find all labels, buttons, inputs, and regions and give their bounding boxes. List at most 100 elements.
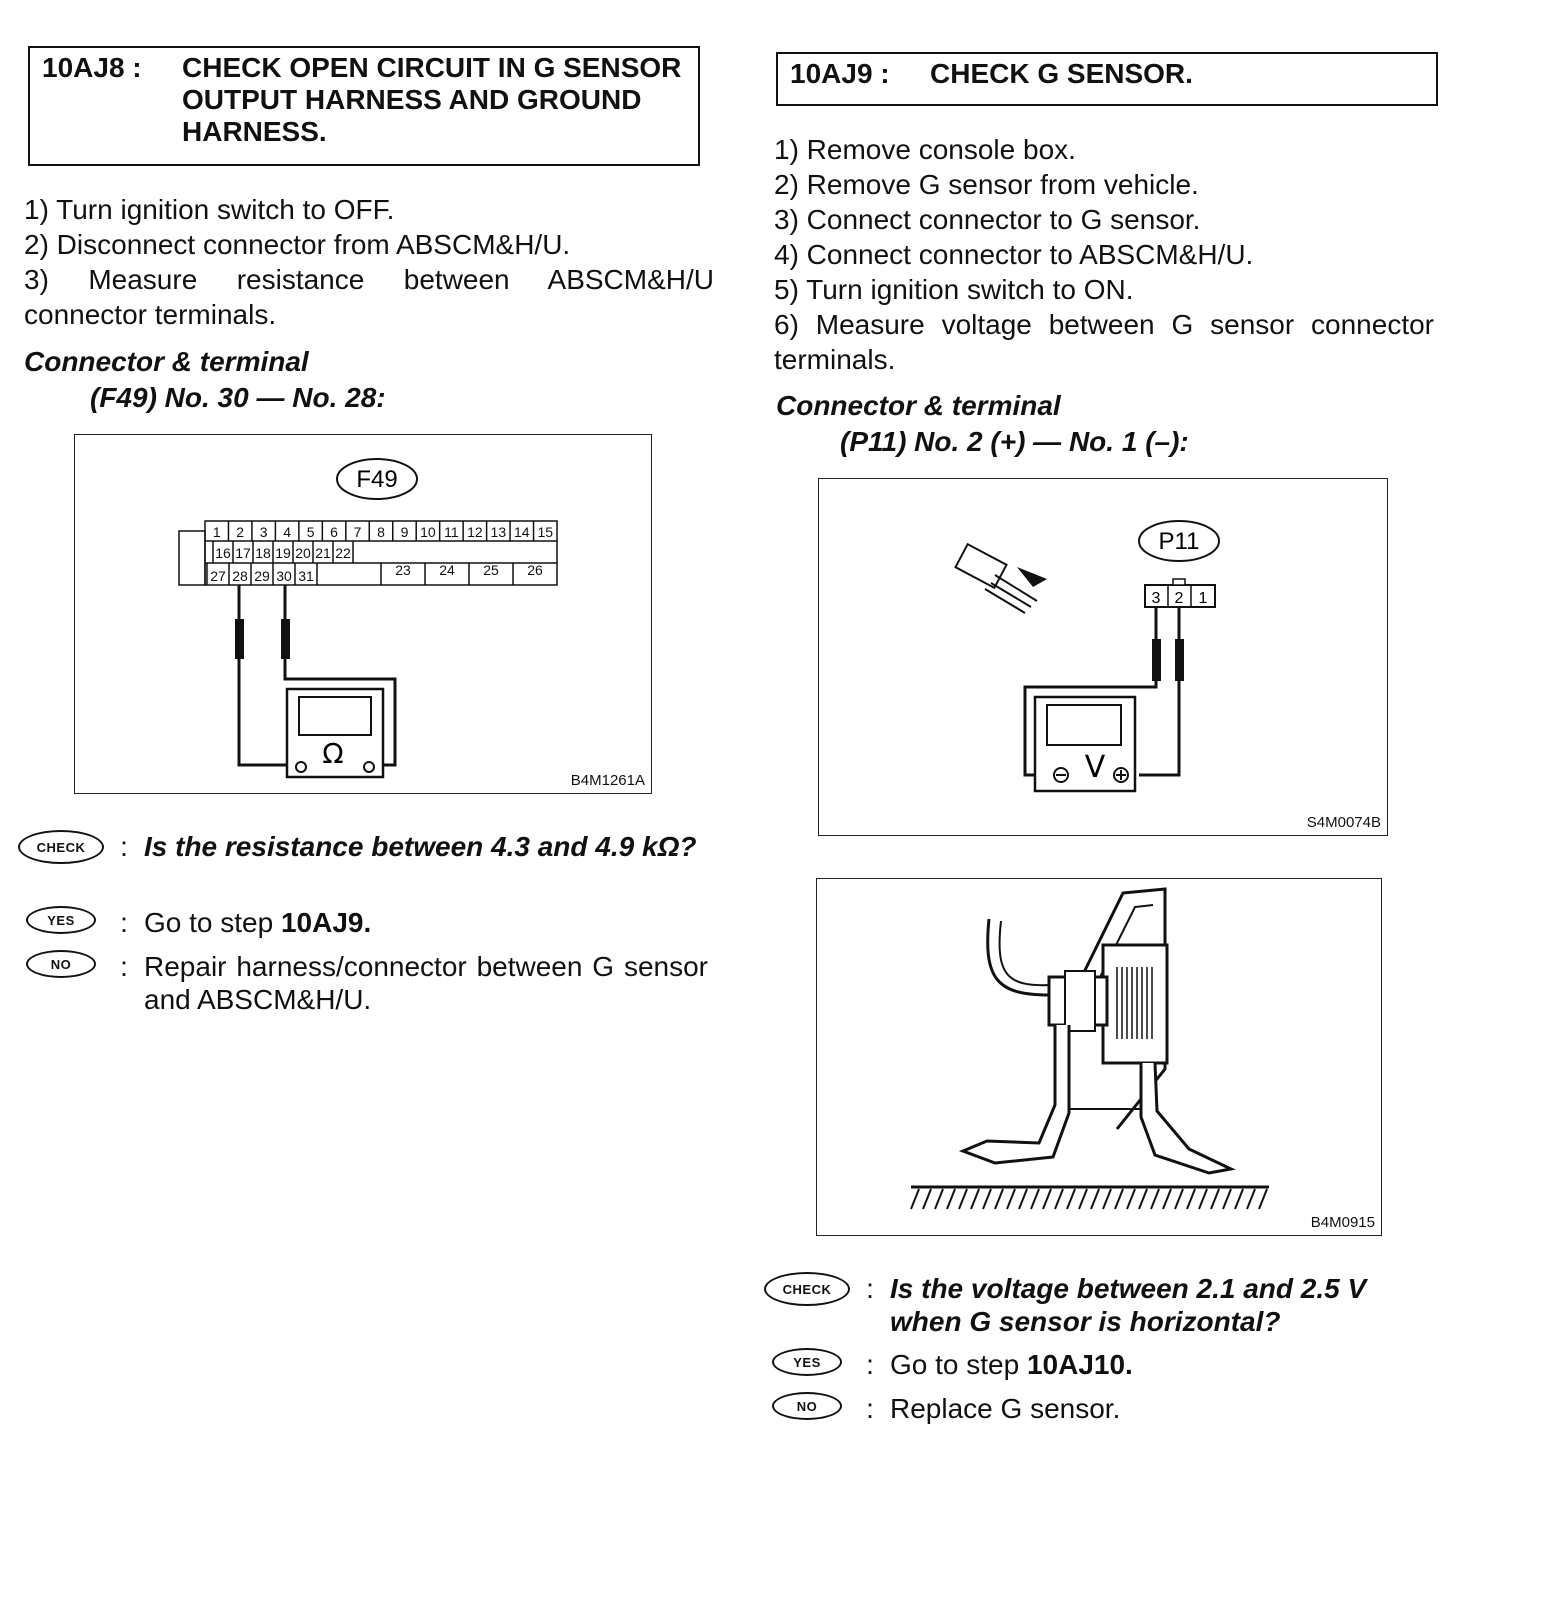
no-badge: NO bbox=[26, 950, 96, 978]
ground-hatch bbox=[1090, 1188, 1100, 1210]
pin-label: 2 bbox=[1175, 590, 1184, 607]
step-code: 10AJ8 : bbox=[42, 52, 142, 83]
yes-text: Go to step bbox=[890, 1349, 1027, 1380]
connector-terminal-label: Connector & terminal bbox=[776, 390, 1061, 421]
ground-hatch bbox=[922, 1188, 932, 1210]
voltmeter-symbol: V bbox=[1085, 750, 1106, 785]
pin-label: 29 bbox=[254, 568, 270, 584]
connector-id-label: P11 bbox=[1159, 528, 1200, 555]
pin-label: 12 bbox=[467, 524, 483, 540]
g-sensor-illustration: B4M0915 bbox=[816, 878, 1382, 1236]
instruction-list: 1) Remove console box. 2) Remove G senso… bbox=[774, 132, 1434, 377]
pin-label: 28 bbox=[232, 568, 248, 584]
step-code: 10AJ9 : bbox=[790, 58, 890, 89]
no-text: Repair harness/connector between G senso… bbox=[144, 951, 708, 1015]
pin-label: 3 bbox=[260, 524, 268, 540]
pin-label: 19 bbox=[275, 545, 291, 561]
ground-hatch bbox=[1018, 1188, 1028, 1210]
pin-label: 7 bbox=[354, 524, 362, 540]
pin-label: 10 bbox=[420, 524, 436, 540]
instruction-item: 3) Measure resistance between ABSCM&H/U … bbox=[24, 264, 714, 330]
instruction-item: 6) Measure voltage between G sensor conn… bbox=[774, 309, 1434, 375]
instruction-item: 3) Connect connector to G sensor. bbox=[774, 204, 1201, 235]
no-badge: NO bbox=[772, 1392, 842, 1420]
connector-id-label: F49 bbox=[356, 466, 397, 493]
yes-step-link[interactable]: 10AJ9. bbox=[280, 907, 372, 938]
pin-label: 8 bbox=[377, 524, 385, 540]
pin-label: 1 bbox=[1199, 590, 1208, 607]
connector-terminal-value: (P11) No. 2 (+) — No. 1 (–): bbox=[840, 426, 1189, 457]
ground-hatch bbox=[1210, 1188, 1220, 1210]
connector-pin-grid bbox=[178, 520, 558, 586]
pin-label: 18 bbox=[255, 545, 271, 561]
ground-hatch bbox=[982, 1188, 992, 1210]
pin-label: 1 bbox=[213, 524, 221, 540]
pin-label: 2 bbox=[236, 524, 244, 540]
ground-hatch bbox=[1102, 1188, 1112, 1210]
ground-hatch bbox=[1150, 1188, 1160, 1210]
pin-label: 14 bbox=[514, 524, 530, 540]
ground-hatch bbox=[1042, 1188, 1052, 1210]
ohm-meter-symbol: Ω bbox=[322, 737, 343, 770]
pin-label: 4 bbox=[283, 524, 291, 540]
instruction-item: 1) Turn ignition switch to OFF. bbox=[24, 194, 395, 225]
instruction-item: 4) Connect connector to ABSCM&H/U. bbox=[774, 239, 1254, 270]
ground-hatch bbox=[910, 1188, 920, 1210]
ground-hatch bbox=[934, 1188, 944, 1210]
yes-badge: YES bbox=[26, 906, 96, 934]
ground-hatch bbox=[1138, 1188, 1148, 1210]
ground-hatch bbox=[1234, 1188, 1244, 1210]
pin-label: 11 bbox=[444, 524, 459, 540]
connector-terminal-label: Connector & terminal bbox=[24, 346, 309, 377]
ground-hatch bbox=[1066, 1188, 1076, 1210]
figure-code: B4M0915 bbox=[1310, 1214, 1375, 1231]
check-row: CHECK : Is the resistance between 4.3 an… bbox=[18, 830, 708, 864]
figure-code: B4M1261A bbox=[570, 772, 645, 789]
pin-label: 31 bbox=[298, 568, 314, 584]
no-row: NO : Replace G sensor. bbox=[764, 1392, 1444, 1425]
step-title: CHECK G SENSOR. bbox=[930, 58, 1193, 89]
pin-label: 6 bbox=[330, 524, 338, 540]
pin-label: 26 bbox=[527, 562, 543, 578]
instruction-item: 5) Turn ignition switch to ON. bbox=[774, 274, 1134, 305]
pin-label: 13 bbox=[491, 524, 507, 540]
pin-label: 3 bbox=[1152, 590, 1161, 607]
check-badge: CHECK bbox=[764, 1272, 850, 1306]
ground-hatch bbox=[1186, 1188, 1196, 1210]
ground-hatch bbox=[1174, 1188, 1184, 1210]
ground-hatch bbox=[946, 1188, 956, 1210]
pin-label: 15 bbox=[537, 524, 553, 540]
pin-label: 21 bbox=[315, 545, 331, 561]
pin-label: 16 bbox=[215, 545, 231, 561]
ground-hatch bbox=[1246, 1188, 1256, 1210]
connector-terminal-value: (F49) No. 30 — No. 28: bbox=[90, 382, 386, 413]
yes-step-link[interactable]: 10AJ10. bbox=[1026, 1349, 1133, 1380]
pin-label: 23 bbox=[395, 562, 411, 578]
instruction-item: 2) Disconnect connector from ABSCM&H/U. bbox=[24, 229, 571, 260]
check-row: CHECK : Is the voltage between 2.1 and 2… bbox=[764, 1272, 1444, 1338]
pin-label: 5 bbox=[307, 524, 315, 540]
check-question: Is the voltage between 2.1 and 2.5 V whe… bbox=[890, 1273, 1367, 1337]
ground-hatch bbox=[1054, 1188, 1064, 1210]
g-sensor-svg bbox=[910, 887, 1269, 1210]
check-question: Is the resistance between 4.3 and 4.9 kΩ… bbox=[144, 831, 697, 862]
pin-label: 9 bbox=[401, 524, 409, 540]
instruction-item: 1) Remove console box. bbox=[774, 134, 1076, 165]
no-row: NO : Repair harness/connector between G … bbox=[18, 950, 708, 1016]
ground-hatch bbox=[1078, 1188, 1088, 1210]
ground-hatch bbox=[1030, 1188, 1040, 1210]
pin-label: 25 bbox=[483, 562, 499, 578]
instruction-item: 2) Remove G sensor from vehicle. bbox=[774, 169, 1199, 200]
ground-hatch bbox=[1006, 1188, 1016, 1210]
step-title: CHECK OPEN CIRCUIT IN G SENSOR OUTPUT HA… bbox=[182, 52, 682, 147]
pin-label: 22 bbox=[335, 545, 351, 561]
yes-row: YES : Go to step 10AJ10. bbox=[764, 1348, 1444, 1381]
yes-row: YES : Go to step 10AJ9. bbox=[18, 906, 708, 939]
ground-hatch bbox=[1126, 1188, 1136, 1210]
ground-hatch bbox=[1114, 1188, 1124, 1210]
ground-hatch bbox=[1222, 1188, 1232, 1210]
p11-connector-diagram: P11 3 2 1 V bbox=[818, 478, 1388, 836]
pin-label: 20 bbox=[295, 545, 311, 561]
ground-hatch bbox=[1162, 1188, 1172, 1210]
